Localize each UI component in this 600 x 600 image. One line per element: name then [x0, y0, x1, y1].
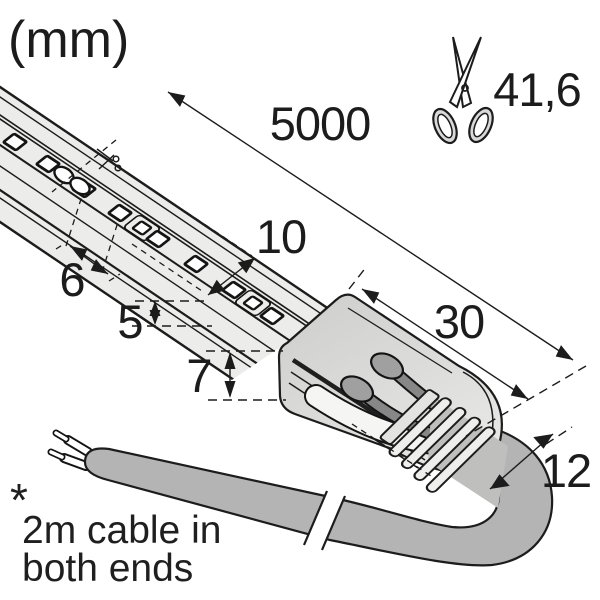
solder-pads: [53, 165, 91, 196]
led-package: [234, 289, 272, 317]
dim-strip-width: 10: [131, 210, 307, 296]
dim-cap-height: 7: [186, 349, 286, 402]
end-extension-dash: [465, 365, 587, 437]
led-chip: [221, 280, 247, 300]
cut-line: [51, 139, 117, 193]
led-chip: [183, 254, 209, 274]
dim-strip-thickness: 5: [117, 295, 212, 348]
dim-cable-diameter: 12: [489, 426, 592, 497]
strain-relief-fin: [400, 407, 467, 470]
cable-break: [302, 490, 347, 551]
dim-led-spacing-value: 6: [59, 253, 84, 306]
led-chip: [145, 229, 171, 249]
dim-cable-diameter-value: 12: [541, 444, 591, 497]
strain-relief: [379, 389, 508, 508]
dim-total-length: 5000: [167, 91, 574, 361]
wire-head: [340, 375, 374, 403]
cable: [83, 426, 554, 567]
led-package: [123, 214, 161, 242]
strain-relief-collar: [379, 389, 440, 445]
unit-label: (mm): [8, 11, 129, 69]
dim-strip-width-value: 10: [256, 210, 306, 263]
strain-relief-fin: [388, 397, 452, 458]
led-chips: [2, 132, 285, 326]
led-chip: [259, 306, 285, 326]
strip-profile-lines: [0, 80, 351, 415]
led-chip: [107, 203, 133, 223]
footnote-marker: *: [10, 474, 28, 526]
dim-cap-height-value: 7: [186, 349, 211, 402]
wire-head: [370, 352, 404, 380]
mini-scissors-icon: [96, 148, 122, 172]
strain-relief-fin: [413, 416, 482, 481]
dim-cap-length: 30: [348, 265, 529, 400]
solder-pad: [69, 176, 91, 196]
stripped-wires: [47, 429, 93, 471]
strain-relief-fin: [425, 426, 496, 493]
footnote-line2: both ends: [22, 547, 193, 590]
dim-strip-thickness-value: 5: [117, 295, 142, 348]
footnote-line1: 2m cable in: [22, 509, 221, 552]
hidden-edge-dash: [351, 423, 435, 479]
dim-cut-increment-value: 41,6: [493, 63, 580, 116]
led-chip: [35, 154, 61, 174]
led-chip: [2, 132, 28, 152]
scissors-icon: [432, 36, 494, 145]
dim-cap-length-value: 30: [434, 295, 484, 348]
dim-total-length-value: 5000: [270, 97, 371, 150]
dim-led-spacing: 6: [55, 195, 121, 306]
